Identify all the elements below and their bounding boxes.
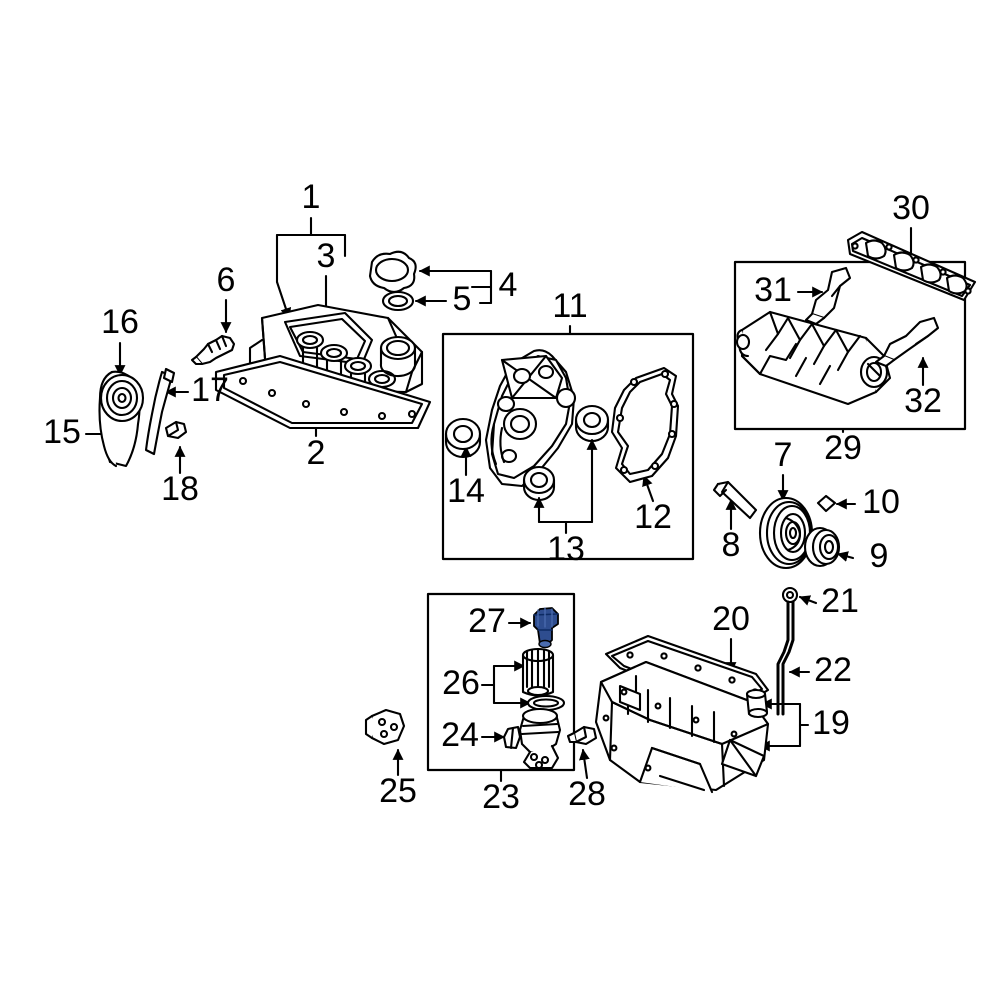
part-crank-bolt bbox=[712, 480, 758, 520]
part-crank-hub bbox=[803, 526, 841, 568]
leader-21 bbox=[798, 595, 818, 606]
callout-number-18: 18 bbox=[161, 470, 199, 508]
callout-number-6: 6 bbox=[217, 261, 236, 299]
part-exhaust-manifold-gasket bbox=[846, 230, 977, 302]
callout-number-19: 19 bbox=[812, 704, 850, 742]
callout-number-30: 30 bbox=[892, 189, 930, 227]
callout-number-9: 9 bbox=[870, 537, 889, 575]
part-intake-bracket-lower bbox=[874, 316, 940, 368]
callout-number-32: 32 bbox=[904, 382, 942, 420]
callout-number-15: 15 bbox=[43, 413, 81, 451]
part-oil-pan bbox=[594, 660, 770, 794]
leader-26 bbox=[480, 660, 532, 709]
leader-28 bbox=[578, 748, 590, 780]
part-cam-seal-b bbox=[574, 404, 610, 443]
part-oil-cooler-bracket bbox=[364, 708, 406, 746]
callout-number-16: 16 bbox=[101, 303, 139, 341]
part-dipstick-tube-bung bbox=[745, 688, 769, 719]
callout-number-27: 27 bbox=[468, 602, 506, 640]
part-filter-housing-seal bbox=[502, 725, 522, 750]
callout-number-23: 23 bbox=[482, 778, 520, 816]
callout-number-21: 21 bbox=[821, 582, 859, 620]
part-cam-seal-a bbox=[522, 465, 556, 501]
part-intake-bracket-upper bbox=[804, 266, 852, 326]
part-filler-cap-seal bbox=[381, 290, 415, 312]
callout-number-1: 1 bbox=[302, 178, 321, 216]
callout-number-26: 26 bbox=[442, 664, 480, 702]
callout-number-17: 17 bbox=[191, 371, 229, 409]
part-dipstick bbox=[776, 586, 799, 716]
part-crank-seal-large bbox=[444, 417, 482, 459]
part-chain-tensioner-arm bbox=[98, 370, 145, 468]
part-pcv-valve bbox=[190, 334, 236, 366]
callout-number-10: 10 bbox=[862, 483, 900, 521]
part-oil-filter-cartridge bbox=[521, 647, 555, 697]
part-intake-manifold bbox=[735, 310, 892, 406]
part-crank-pulley bbox=[758, 496, 814, 570]
leader-13 bbox=[533, 438, 598, 535]
leader-12 bbox=[642, 474, 655, 503]
part-valve-cover-gasket bbox=[214, 354, 432, 430]
part-timing-cover-gasket bbox=[610, 366, 680, 484]
callout-number-3: 3 bbox=[317, 237, 336, 275]
part-filter-o-ring bbox=[526, 694, 566, 712]
leader-9 bbox=[836, 551, 855, 562]
callout-number-4: 4 bbox=[499, 266, 518, 304]
callout-number-25: 25 bbox=[379, 772, 417, 810]
callout-number-28: 28 bbox=[568, 775, 606, 813]
callout-number-8: 8 bbox=[722, 526, 741, 564]
callout-number-20: 20 bbox=[712, 600, 750, 638]
callout-number-13: 13 bbox=[547, 530, 585, 568]
callout-number-24: 24 bbox=[441, 716, 479, 754]
callout-number-2: 2 bbox=[307, 434, 326, 472]
leader-19 bbox=[758, 698, 810, 752]
part-timing-cover bbox=[484, 349, 577, 488]
part-guide-bolt bbox=[164, 420, 188, 440]
callout-number-12: 12 bbox=[634, 498, 672, 536]
part-oil-filter-housing bbox=[518, 707, 562, 770]
callout-number-7: 7 bbox=[774, 436, 793, 474]
part-chain-guide-rail bbox=[144, 367, 176, 456]
leader-4 bbox=[418, 265, 493, 305]
callout-number-14: 14 bbox=[447, 472, 485, 510]
part-oil-filler-cap bbox=[368, 250, 417, 294]
callout-number-11: 11 bbox=[552, 287, 587, 325]
part-oil-level-sensor bbox=[566, 725, 598, 746]
part-pulley-key bbox=[816, 494, 837, 513]
callout-number-22: 22 bbox=[814, 651, 852, 689]
callout-number-5: 5 bbox=[453, 280, 472, 318]
callout-number-31: 31 bbox=[754, 271, 792, 309]
callout-number-29: 29 bbox=[824, 429, 862, 467]
part-oil-pressure-sensor bbox=[533, 607, 559, 649]
